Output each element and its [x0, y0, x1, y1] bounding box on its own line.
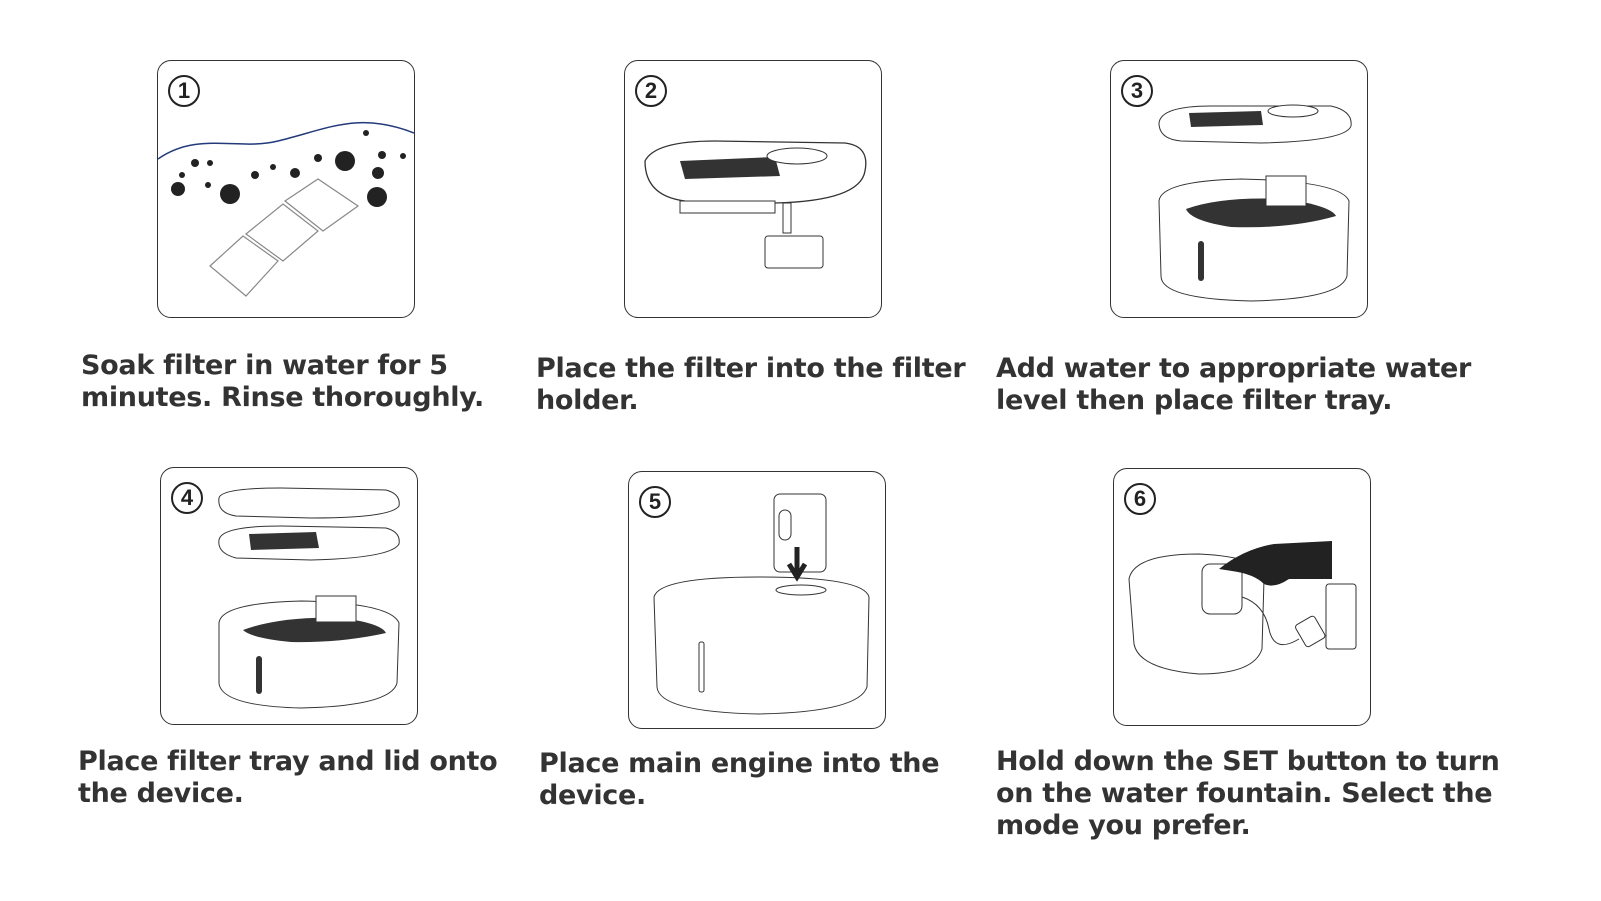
step-5-caption: Place main engine into the device.	[539, 748, 940, 811]
step-4-caption: Place filter tray and lid onto the devic…	[78, 746, 498, 809]
engine-illustration	[653, 493, 870, 715]
add-water-illustration	[1158, 104, 1352, 302]
step-number-badge: 1	[168, 75, 200, 107]
filter-holder-illustration	[644, 140, 867, 269]
step-2-caption: Place the filter into the filter holder.	[536, 353, 966, 416]
step-2-panel: 2	[624, 60, 882, 318]
step-6-caption: Hold down the SET button to turn on the …	[996, 746, 1500, 841]
step-1-caption: Soak filter in water for 5 minutes. Rins…	[81, 350, 484, 413]
step-6-panel: 6	[1113, 468, 1371, 726]
step-number-badge: 4	[171, 482, 203, 514]
soak-filter-illustration	[158, 121, 414, 297]
step-3-panel: 3	[1110, 60, 1368, 318]
step-number-badge: 6	[1124, 483, 1156, 515]
step-5-panel: 5	[628, 471, 886, 729]
step-number-badge: 2	[635, 75, 667, 107]
lid-illustration	[218, 487, 400, 709]
step-4-panel: 4	[160, 467, 418, 725]
step-1-panel: 1	[157, 60, 415, 318]
step-number-badge: 5	[639, 486, 671, 518]
step-number-badge: 3	[1121, 75, 1153, 107]
power-on-illustration	[1128, 541, 1357, 675]
step-3-caption: Add water to appropriate water level the…	[996, 353, 1472, 416]
